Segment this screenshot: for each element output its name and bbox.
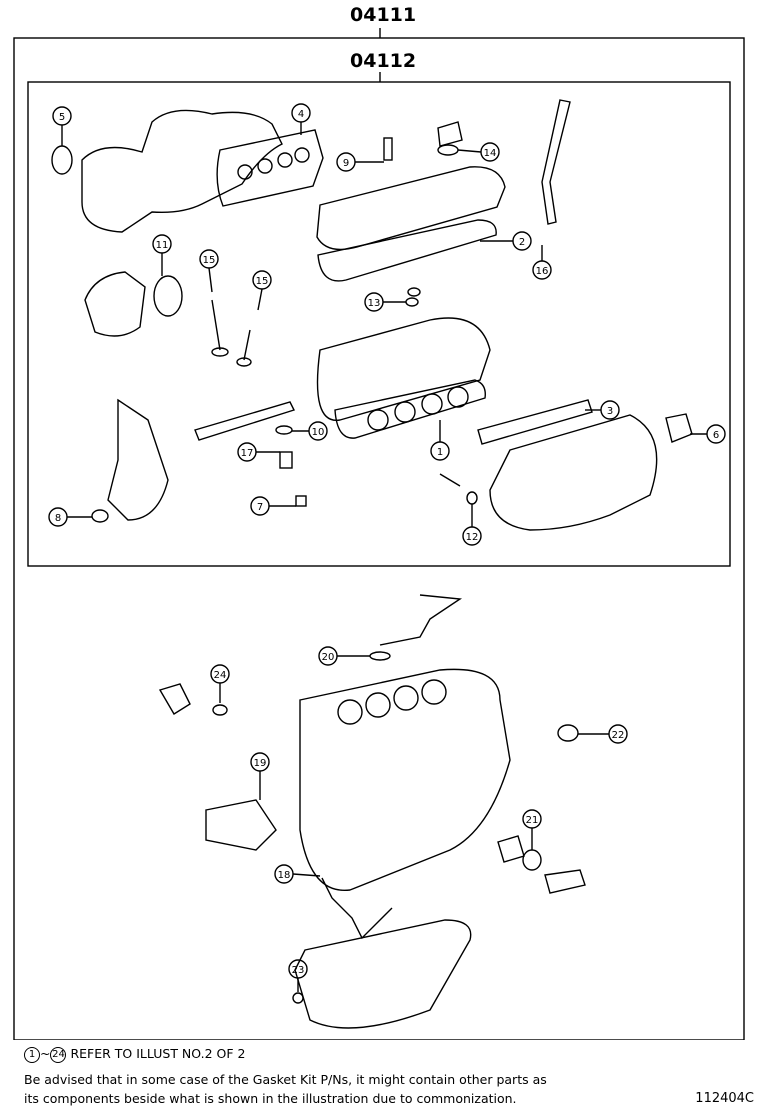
callout-14: 14	[484, 148, 497, 159]
inner-kit-box	[27, 81, 731, 567]
timing-cover-shape	[107, 398, 169, 521]
callout-16: 16	[536, 266, 549, 277]
advisory-line-2: its components beside what is shown in t…	[24, 1091, 517, 1106]
head-gasket-shape	[334, 379, 486, 439]
seal-11-shape	[153, 275, 183, 317]
oil-filter-bracket-21	[497, 835, 525, 863]
callout-1: 1	[437, 447, 443, 458]
callout-7: 7	[257, 502, 263, 513]
cylinder-head-shape	[316, 317, 491, 421]
callout-6: 6	[713, 430, 719, 441]
callout-19: 19	[254, 758, 267, 769]
callout-18: 18	[278, 870, 291, 881]
document-id: 112404C	[695, 1091, 754, 1106]
oil-seal-5-shape	[51, 145, 73, 175]
sensor-24-shape	[158, 683, 191, 715]
valve-cover-shape	[316, 166, 506, 251]
camshaft-shape	[194, 401, 295, 441]
callout-5: 5	[59, 112, 65, 123]
oil-pipe-shape	[379, 594, 463, 646]
advisory-line-1: Be advised that in some case of the Gask…	[24, 1072, 547, 1087]
oil-pump-19-shape	[205, 799, 277, 851]
callout-4: 4	[298, 109, 304, 120]
oil-cap-shape	[437, 121, 463, 147]
callout-8: 8	[55, 513, 61, 524]
callout-3: 3	[607, 406, 613, 417]
seal-22-shape	[557, 724, 579, 742]
range-end-circle: 24	[50, 1046, 67, 1063]
range-separator: ~	[40, 1046, 51, 1061]
exhaust-manifold-shape	[81, 109, 283, 233]
cylinder-block-shape	[299, 668, 511, 891]
intake-gasket-shape	[477, 399, 593, 445]
callout-2: 2	[519, 237, 525, 248]
range-start-circle: 1	[24, 1046, 40, 1063]
outer-kit-label: 04111	[350, 4, 417, 26]
callout-11: 11	[156, 240, 169, 251]
strainer-18-shape	[321, 877, 393, 940]
valve-cover-gasket-shape	[317, 219, 497, 282]
callout-10: 10	[312, 427, 325, 438]
callout-12: 12	[466, 532, 479, 543]
refer-note: 1~24 REFER TO ILLUST NO.2 OF 2	[24, 1046, 245, 1063]
callout-24: 24	[214, 670, 227, 681]
callout-22: 22	[612, 730, 625, 741]
callout-15b: 15	[256, 276, 269, 287]
intake-manifold-shape	[489, 414, 658, 531]
oil-pan-shape	[294, 919, 472, 1029]
callout-17: 17	[241, 448, 254, 459]
outer-kit-box	[13, 37, 745, 1040]
callout-20: 20	[322, 652, 335, 663]
water-pump-shape	[84, 271, 146, 337]
callout-15a: 15	[203, 255, 216, 266]
refer-text: REFER TO ILLUST NO.2 OF 2	[70, 1046, 246, 1061]
bolt-9-shape	[383, 137, 393, 161]
inner-kit-label: 04112	[350, 50, 417, 72]
exhaust-gasket-shape	[216, 129, 324, 207]
callout-leaders	[48, 103, 726, 992]
callout-21: 21	[526, 815, 539, 826]
dipstick-tube-shape	[541, 99, 571, 225]
throttle-gasket-shape	[665, 413, 693, 443]
callout-23: 23	[292, 965, 305, 976]
callout-9: 9	[343, 158, 349, 169]
callout-13: 13	[368, 298, 381, 309]
parts-diagram: 1 2 3 4 5 6 7 8 9 10 11 12 13 14 15 15 1…	[13, 28, 745, 1040]
